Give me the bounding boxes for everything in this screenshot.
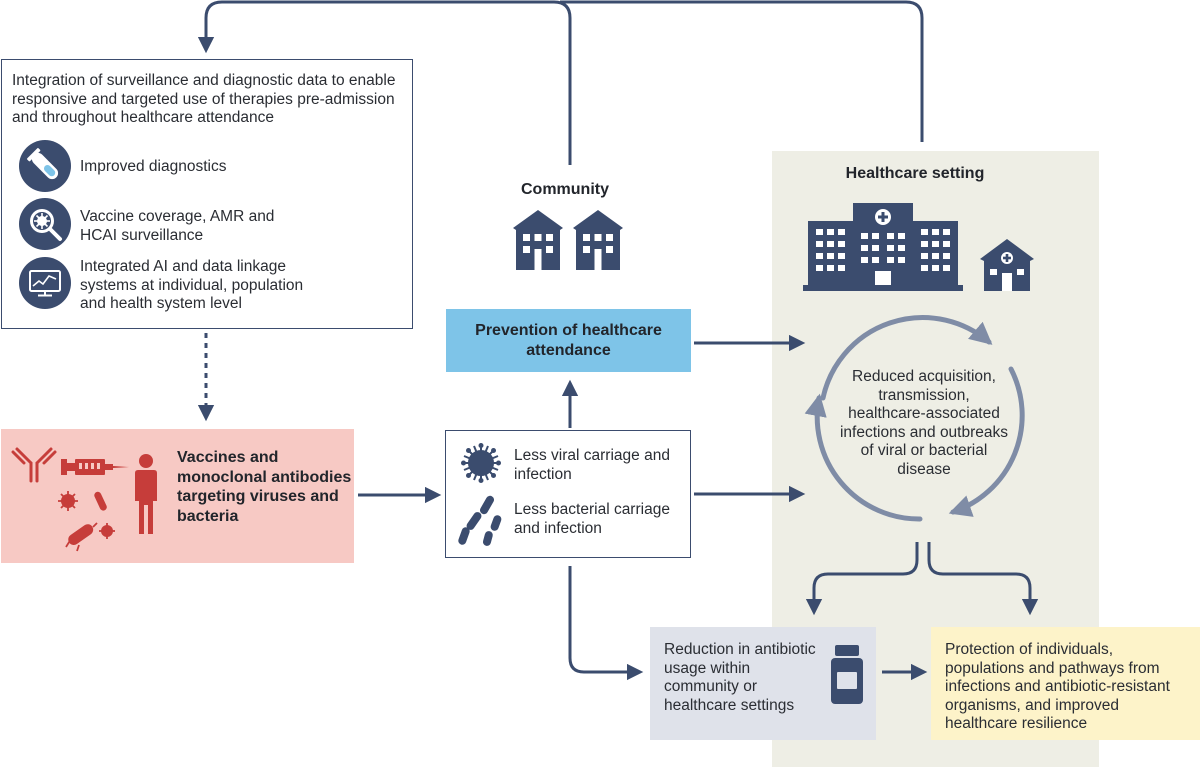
medicine-bottle-icon xyxy=(831,645,863,704)
arrow-cycle-antibiotic xyxy=(805,542,919,616)
prevention-box: Prevention of healthcare attendance xyxy=(446,309,691,372)
test-tube-icon xyxy=(19,140,71,192)
carriage-box: Less viral carriage and infection Less b… xyxy=(445,430,691,558)
surveillance-item-label: Vaccine coverage, AMR and HCAI surveilla… xyxy=(80,208,275,244)
hospital-icon xyxy=(803,203,1039,298)
healthcare-setting-title: Healthcare setting xyxy=(845,165,985,182)
surveillance-item-label: Integrated AI and data linkage systems a… xyxy=(80,258,304,312)
surveillance-heading: Integration of surveillance and diagnost… xyxy=(12,72,396,126)
carriage-item-label: Less bacterial carriage and infection xyxy=(514,501,670,537)
vaccines-label: Vaccines and monoclonal antibodies targe… xyxy=(177,449,352,525)
vaccine-icons xyxy=(11,447,157,552)
person-icon xyxy=(135,454,157,534)
pathogen-magnifier-icon xyxy=(19,198,71,250)
arrow-carriage-antibiotic xyxy=(568,566,644,681)
antibiotic-label: Reduction in antibiotic usage within com… xyxy=(664,641,816,714)
syringe-icon xyxy=(61,459,129,475)
cycle-arrows xyxy=(804,315,1025,522)
vaccines-box: Vaccines and monoclonal antibodies targe… xyxy=(1,429,354,563)
houses-icon xyxy=(511,208,626,277)
surveillance-item-label: Improved diagnostics xyxy=(80,158,227,175)
virus-icon xyxy=(461,443,501,483)
antibiotic-box: Reduction in antibiotic usage within com… xyxy=(650,627,876,740)
carriage-item-label: Less viral carriage and infection xyxy=(514,447,670,483)
protection-label: Protection of individuals, populations a… xyxy=(945,641,1170,732)
feedback-arrow-community xyxy=(197,0,572,165)
monitor-chart-icon xyxy=(19,257,71,309)
bacteria-rods-icon xyxy=(458,495,502,546)
protection-box: Protection of individuals, populations a… xyxy=(931,627,1200,740)
cycle-label: Reduced acquisition, transmission, healt… xyxy=(839,368,1009,478)
prevention-label: Prevention of healthcare attendance xyxy=(475,322,662,359)
antibody-icon xyxy=(11,447,57,483)
arrow-cycle-protection xyxy=(927,542,1039,616)
feedback-arrow-healthcare xyxy=(560,0,924,142)
community-title: Community xyxy=(521,181,609,198)
